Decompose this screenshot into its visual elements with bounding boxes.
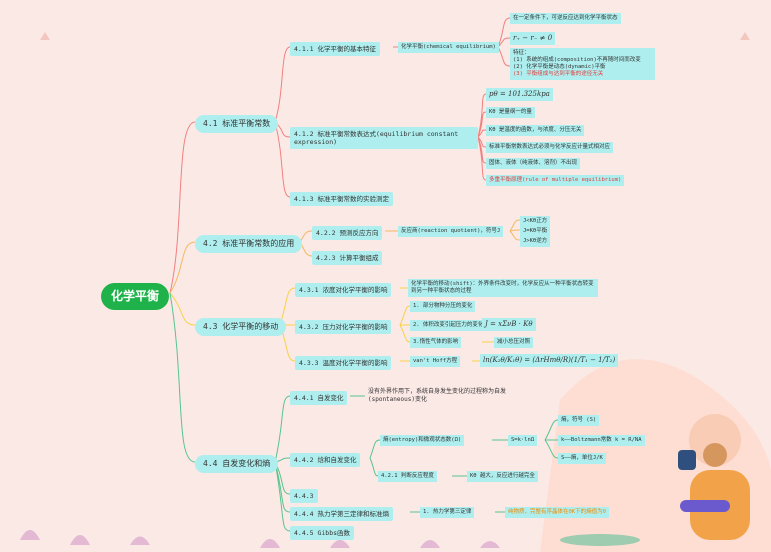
node-temperature-effect[interactable]: 4.3.3 温度对化学平衡的影响 bbox=[295, 356, 392, 371]
features-title: 特征： bbox=[513, 50, 530, 56]
node-boltzmann-formula[interactable]: S=k·lnΩ bbox=[508, 435, 538, 446]
section-standard-equilibrium-constant[interactable]: 4.1 标准平衡常数 bbox=[195, 115, 279, 133]
leaf-shift-definition[interactable]: 化学平衡的移动(shift)：外界条件改变时，化学反应从一种平衡状态转变到另一种… bbox=[408, 279, 598, 297]
leaf-volume-change[interactable]: 2. 体积改变引起压力的变化 bbox=[410, 320, 487, 331]
leaf-partial-pressure[interactable]: 1. 部分物种分压的变化 bbox=[410, 301, 476, 312]
node-basic-features[interactable]: 4.1.1 化学平衡的基本特征 bbox=[290, 42, 380, 57]
node-third-law[interactable]: 4.4.4 热力学第三定律和标准熵 bbox=[290, 507, 393, 522]
section-applications[interactable]: 4.2 标准平衡常数的应用 bbox=[195, 235, 303, 253]
node-third-law-item[interactable]: 1. 热力学第三定律 bbox=[420, 507, 475, 518]
leaf-equilibrium-state[interactable]: 在一定条件下，可逆反应达到化学平衡状态 bbox=[510, 13, 621, 24]
leaf-standard-pressure[interactable]: pθ = 101.325kpa bbox=[486, 88, 553, 101]
node-concentration-effect[interactable]: 4.3.1 浓度对化学平衡的影响 bbox=[295, 283, 392, 298]
leaf-inert-gas[interactable]: 3.惰性气体的影响 bbox=[410, 337, 462, 348]
leaf-entropy-symbol[interactable]: 熵，符号 (S) bbox=[558, 415, 600, 426]
node-443[interactable]: 4.4.3 bbox=[290, 489, 318, 504]
leaf-spontaneous-definition[interactable]: 没有外界作用下，系统自身发生变化的过程称为自发(spontaneous)变化 bbox=[365, 386, 550, 405]
leaf-reaction-extent[interactable]: Kθ 越大，反应进行越完全 bbox=[467, 471, 538, 482]
node-enthalpy-spontaneous[interactable]: 4.4.2 焓和自发变化 bbox=[290, 453, 361, 468]
leaf-multiple-equilibrium[interactable]: 多重平衡原理(rule of multiple equilibrium) bbox=[486, 175, 625, 186]
node-vant-hoff[interactable]: van't Hoff方程 bbox=[410, 356, 461, 367]
node-calc-composition[interactable]: 4.2.3 计算平衡组成 bbox=[312, 251, 383, 266]
node-entropy-microstates[interactable]: 熵(entropy)和微观状态数(Ω) bbox=[380, 435, 465, 446]
features-line-1: (1) 系统的组成(composition)不再随时间而改变 bbox=[513, 56, 641, 63]
leaf-dimensionless[interactable]: Kθ 是量纲一的量 bbox=[486, 107, 535, 118]
leaf-boltzmann-constant[interactable]: k——Boltzmann常数 k = R/NA bbox=[558, 435, 645, 446]
background-decor bbox=[20, 32, 771, 552]
leaf-forward[interactable]: J<Kθ正方 bbox=[520, 216, 551, 227]
branch-line-2 bbox=[169, 241, 196, 294]
leaf-reverse[interactable]: J>Kθ逆方 bbox=[520, 236, 551, 247]
node-reaction-extent[interactable]: 4.2.1 判断反应程度 bbox=[378, 471, 437, 482]
node-predict-direction[interactable]: 4.2.2 预测反应方向 bbox=[312, 226, 383, 241]
leaf-equilibrium[interactable]: J=Kθ平衡 bbox=[520, 226, 551, 237]
features-line-2: (2) 化学平衡是动态(dynamic)平衡 bbox=[513, 63, 606, 70]
temp-function-text: Kθ 是温度的函数，与浓度、分压无关 bbox=[489, 127, 582, 133]
section-shift[interactable]: 4.3 化学平衡的移动 bbox=[195, 318, 287, 336]
node-constant-expression[interactable]: 4.1.2 标准平衡常数表达式(equilibrium constant exp… bbox=[290, 127, 478, 150]
node-spontaneous-change[interactable]: 4.4.1 自发变化 bbox=[290, 391, 348, 406]
leaf-third-law-detail[interactable]: 纯物质，完整有序晶体在0K下的熵值为0 bbox=[505, 507, 609, 518]
branch-line-1 bbox=[169, 121, 196, 294]
branch-line-3 bbox=[169, 292, 196, 326]
features-line-3: (3) 平衡组成与达到平衡的途径无关 bbox=[513, 70, 604, 77]
leaf-solids-liquids[interactable]: 固体、液体（纯液体、溶剂）不出现 bbox=[486, 158, 581, 169]
node-experimental-determination[interactable]: 4.1.3 标准平衡常数的实验测定 bbox=[290, 192, 393, 207]
node-reaction-quotient[interactable]: 反应商(reaction quotient)，符号J bbox=[398, 226, 504, 237]
leaf-stoichiometry[interactable]: 标准平衡常数表达式必须与化学反应计量式相对应 bbox=[486, 142, 614, 153]
node-chemical-equilibrium[interactable]: 化学平衡(chemical equilibrium) bbox=[398, 42, 499, 53]
leaf-temperature-function[interactable]: Kθ 是温度的函数，与浓度、分压无关 bbox=[486, 125, 585, 136]
leaf-rate-formula[interactable]: r₊ − r₋ ≠ 0 bbox=[510, 32, 556, 45]
leaf-pressure-formula[interactable]: J = xΣνB · Kθ bbox=[482, 318, 536, 331]
leaf-features[interactable]: 特征： (1) 系统的组成(composition)不再随时间而改变 (2) 化… bbox=[510, 48, 655, 80]
branch-line-4 bbox=[169, 292, 196, 463]
node-gibbs-function[interactable]: 4.4.5 Gibbs函数 bbox=[290, 526, 355, 541]
node-pressure-effect[interactable]: 4.3.2 压力对化学平衡的影响 bbox=[295, 320, 392, 335]
section-spontaneous-entropy[interactable]: 4.4 自发变化和熵 bbox=[195, 455, 279, 473]
leaf-inert-note[interactable]: 减小总压对照 bbox=[494, 337, 534, 348]
leaf-vant-hoff-formula[interactable]: ln(K₂θ/K₁θ) = (ΔrHmθ/R)(1/T₁ − 1/T₂) bbox=[480, 354, 619, 367]
leaf-entropy-unit[interactable]: S——熵，单位J/K bbox=[558, 453, 606, 464]
root-node[interactable]: 化学平衡 bbox=[101, 283, 170, 310]
